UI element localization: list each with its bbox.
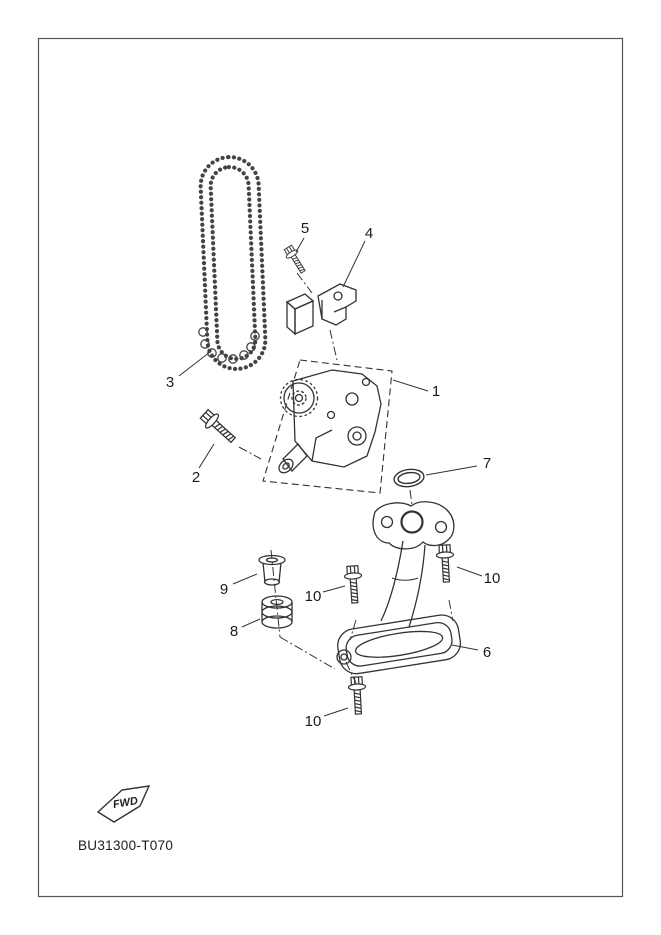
callout-5: 5 (301, 220, 309, 237)
callout-1: 1 (432, 383, 440, 400)
oil-pump-chain (198, 154, 268, 372)
pump-assembly-boundary-box (262, 359, 393, 494)
callout-6: 6 (483, 644, 491, 661)
page-border-frame (37, 37, 624, 898)
alignment-dash-lines (238, 272, 454, 684)
callout-10-bottom: 10 (305, 713, 322, 730)
grommet-part-8 (261, 595, 293, 629)
bolt-part-2 (197, 406, 240, 448)
callout-10-left: 10 (305, 588, 322, 605)
callout-4: 4 (365, 225, 373, 242)
collar-part-9 (258, 554, 286, 586)
o-ring (393, 468, 425, 488)
fwd-arrow-icon (96, 785, 151, 823)
callout-7: 7 (483, 455, 491, 472)
callout-8: 8 (230, 623, 238, 640)
callout-leader-lines (178, 237, 483, 717)
callout-2: 2 (192, 469, 200, 486)
bolt-part-10-right (435, 543, 456, 584)
diagram-code: BU31300-T070 (78, 838, 173, 853)
bolt-part-10-bottom (347, 675, 368, 716)
callout-10-right: 10 (484, 570, 501, 587)
fwd-direction-marker: FWD (96, 785, 151, 823)
chain-guide-bracket (285, 283, 357, 336)
callout-3: 3 (166, 374, 174, 391)
oil-strainer-assembly (336, 501, 462, 675)
oil-pump-assembly (278, 369, 382, 474)
bolt-part-5 (281, 243, 310, 276)
bolt-part-10-left (343, 564, 364, 605)
fwd-label: FWD (112, 795, 139, 811)
callout-9: 9 (220, 581, 228, 598)
